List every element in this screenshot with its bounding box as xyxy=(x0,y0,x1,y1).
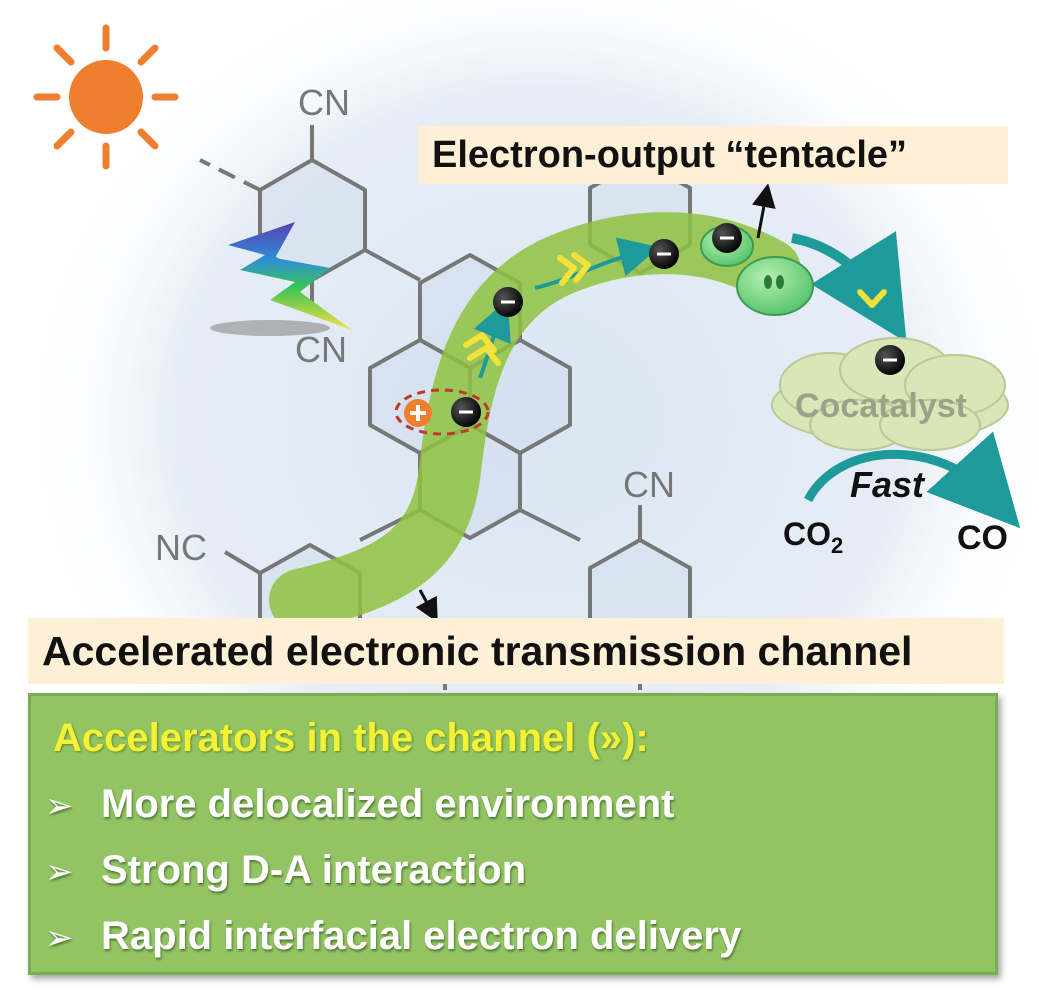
hole-icon xyxy=(404,399,432,427)
electron-icon xyxy=(493,287,523,317)
arrow-bullet-icon: ➢ xyxy=(45,919,74,957)
label-cn-right: CN xyxy=(623,464,675,505)
exciton-pair-outline xyxy=(394,388,490,436)
co2-label: CO2 xyxy=(783,516,843,558)
tentacle-label: Electron-output “tentacle” xyxy=(418,126,1008,184)
transfer-arrow-to-cocatalyst xyxy=(791,231,907,343)
panel-list-item: ➢ More delocalized environment xyxy=(45,782,674,827)
arrow-bullet-icon: ➢ xyxy=(45,787,74,825)
channel-label: Accelerated electronic transmission chan… xyxy=(28,618,1004,684)
panel-list-item: ➢ Strong D-A interaction xyxy=(45,848,526,893)
panel-list-item: ➢ Rapid interfacial electron delivery xyxy=(45,914,741,959)
cocatalyst-label: Cocatalyst xyxy=(795,387,967,425)
panel-title: Accelerators in the channel (»): xyxy=(53,716,649,760)
electron-icon xyxy=(451,397,481,427)
fast-label: Fast xyxy=(850,464,926,505)
lightning-icon xyxy=(210,222,352,336)
arrow-bullet-icon: ➢ xyxy=(45,853,74,891)
electron-icon xyxy=(875,345,905,375)
panel-item-text: Strong D-A interaction xyxy=(101,848,527,892)
reaction-arc-arrow xyxy=(804,431,1021,529)
channel-pointer-arrow xyxy=(415,589,438,623)
co2-main: CO xyxy=(783,516,831,552)
electron-icon xyxy=(649,239,679,269)
tentacle-output-arrow xyxy=(752,183,776,239)
co-label: CO xyxy=(957,519,1008,557)
label-cn-mid: CN xyxy=(295,329,347,370)
electron-icon xyxy=(712,223,742,253)
accelerators-panel: Accelerators in the channel (»): ➢ More d… xyxy=(28,693,998,975)
panel-item-text: Rapid interfacial electron delivery xyxy=(101,914,742,958)
accelerator-chevron-icon xyxy=(463,252,887,366)
label-nc-left: NC xyxy=(155,527,207,568)
panel-item-text: More delocalized environment xyxy=(101,782,675,826)
flow-arrow-lower xyxy=(473,299,511,379)
co2-subscript: 2 xyxy=(831,533,843,558)
label-cn-top: CN xyxy=(298,82,350,123)
sun-icon xyxy=(33,24,179,170)
